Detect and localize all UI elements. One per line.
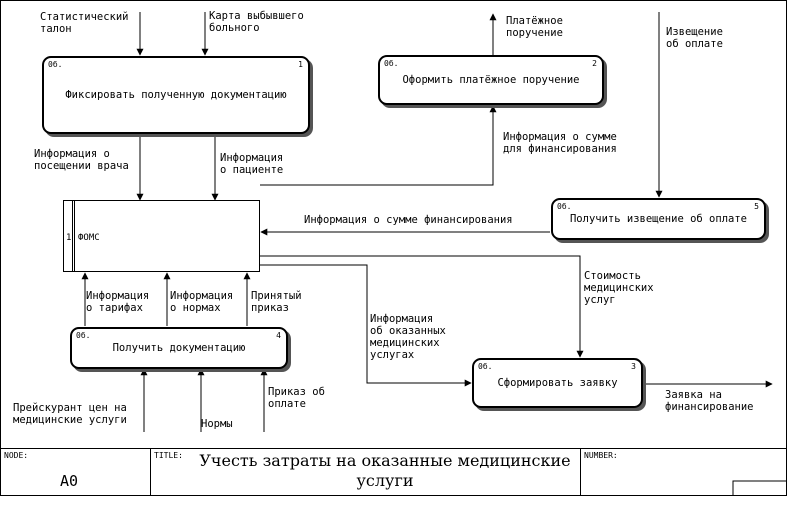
label-stoimost: Стоимость медицинских услуг — [584, 270, 654, 306]
label-karta: Карта выбывшего больного — [209, 10, 304, 34]
node-label: NODE: — [4, 451, 29, 460]
block-5[interactable]: 0б. 5 Получить извещение об оплате — [551, 198, 766, 240]
label-info-uslugah: Информация об оказанных медицинских услу… — [370, 313, 446, 361]
title-label: TITLE: — [154, 451, 183, 460]
external-entity-foms[interactable]: 1 ФОМС — [63, 200, 260, 272]
arrow-info-summe-fin — [260, 105, 497, 186]
block-number: 1 — [298, 60, 303, 69]
block-1[interactable]: 0б. 1 Фиксировать полученную документаци… — [42, 56, 310, 134]
label-platezh: Платёжное поручение — [506, 15, 563, 39]
block-tag: 0б. — [48, 60, 63, 69]
arrow-stoimost — [260, 255, 584, 358]
block-name: Оформить платёжное поручение — [402, 74, 580, 86]
label-prikaz-ob-oplate: Приказ об оплате — [268, 386, 325, 410]
block-tag: 0б. — [76, 331, 91, 340]
diagram-title: Учесть затраты на оказанные медицинские … — [199, 451, 571, 490]
label-normy: Нормы — [201, 418, 233, 430]
title-block-corner — [732, 480, 786, 496]
block-number: 3 — [631, 362, 636, 371]
label-info-poseshenii: Информация о посещении врача — [34, 148, 129, 172]
block-name: Фиксировать полученную документацию — [65, 89, 287, 101]
label-info-summe-fin: Информация о сумме для финансирования — [503, 131, 617, 155]
block-number: 5 — [754, 202, 759, 211]
label-zayavka: Заявка на финансирование — [665, 389, 754, 413]
block-4[interactable]: 0б. 4 Получить документацию — [70, 327, 288, 369]
node-value: A0 — [60, 472, 79, 490]
label-info-normah: Информация о нормах — [170, 290, 234, 314]
block-3[interactable]: 0б. 3 Сформировать заявку — [472, 358, 643, 408]
block-2[interactable]: 0б. 2 Оформить платёжное поручение — [378, 55, 604, 105]
block-name: Получить документацию — [112, 342, 246, 354]
label-info-tarifah: Информация о тарифах — [86, 290, 150, 314]
label-preiskurant: Прейскурант цен на медицинские услуги — [13, 402, 127, 426]
block-tag: 0б. — [557, 202, 572, 211]
label-info-paciente: Информация о пациенте — [220, 152, 284, 176]
diagram-frame — [0, 0, 787, 496]
block-tag: 0б. — [384, 59, 399, 68]
number-label: NUMBER: — [584, 451, 618, 460]
label-stat-talon: Статистический талон — [40, 11, 129, 35]
block-name: Получить извещение об оплате — [569, 213, 747, 225]
block-number: 2 — [592, 59, 597, 68]
external-entity-bar — [72, 200, 75, 272]
label-info-summe-finansirovaniya: Информация о сумме финансирования — [304, 214, 513, 226]
block-tag: 0б. — [478, 362, 493, 371]
block-number: 4 — [276, 331, 281, 340]
label-prinyatyi: Принятый приказ — [251, 290, 302, 314]
label-izv-in: Извещение об оплате — [666, 26, 723, 50]
external-entity-name: ФОМС — [78, 233, 100, 243]
external-entity-number: 1 — [66, 233, 72, 243]
arrow-info-uslugah — [260, 264, 472, 387]
block-name: Сформировать заявку — [497, 377, 618, 389]
